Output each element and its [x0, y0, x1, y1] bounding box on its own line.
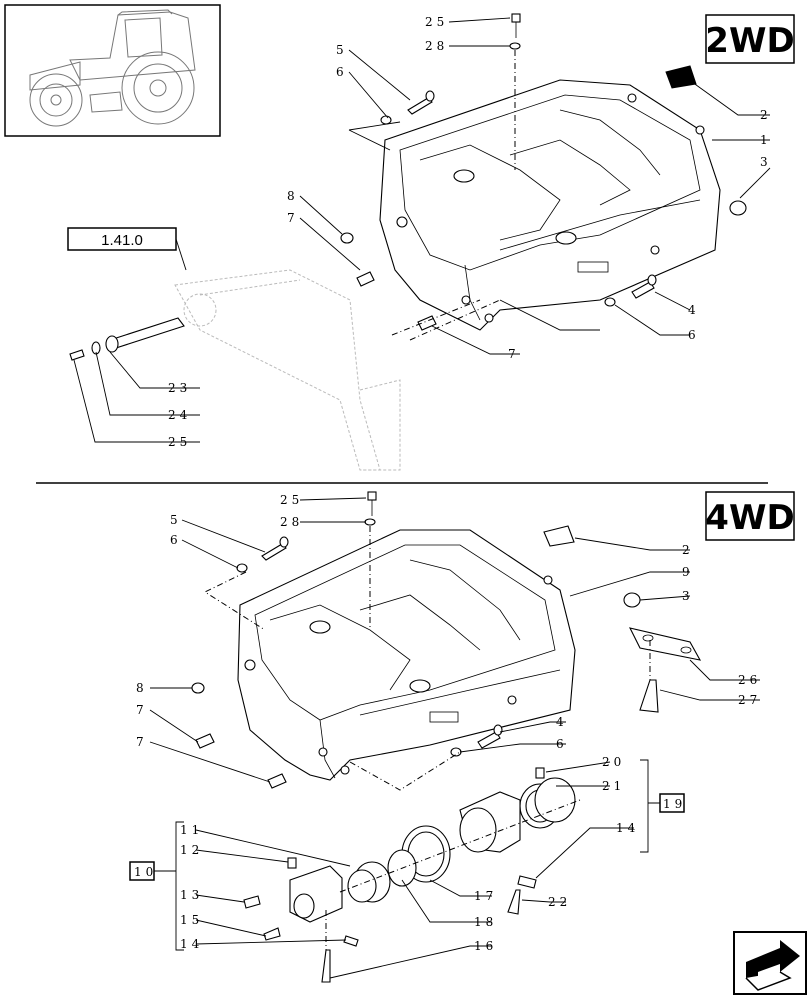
group-10-text: 10	[134, 865, 157, 879]
callout-top-2: 2	[760, 108, 772, 122]
group-10[interactable]: 10	[129, 821, 184, 951]
callout-bot-5: 5	[170, 513, 182, 527]
callout-top-7a: 7	[287, 211, 299, 225]
callout-bot-14b: 14	[180, 937, 203, 951]
callout-bot-21: 21	[602, 779, 625, 793]
callout-bot-18: 18	[474, 915, 497, 929]
reference-box[interactable]: 1.41.0	[67, 227, 187, 271]
callout-bot-2: 2	[682, 543, 694, 557]
callout-bot-6b: 6	[556, 737, 568, 751]
callout-top-6b: 6	[688, 328, 700, 342]
callout-bot-15: 15	[180, 913, 203, 927]
callout-top-5: 5	[336, 43, 348, 57]
top-leaders	[73, 17, 771, 443]
variant-label-4wd: 4WD	[705, 491, 795, 541]
callout-bot-27: 27	[738, 693, 761, 707]
group-19-text: 19	[663, 797, 686, 811]
callout-bot-14a: 14	[616, 821, 639, 835]
front-axle-support-2wd	[379, 79, 721, 331]
callout-bot-12: 12	[180, 843, 203, 857]
bottom-leaders	[149, 497, 760, 979]
variant-4wd-text: 4WD	[705, 498, 794, 538]
callout-bot-6: 6	[170, 533, 182, 547]
callout-top-7b: 7	[508, 347, 520, 361]
callout-top-3: 3	[760, 155, 772, 169]
callout-top-1: 1	[760, 133, 772, 147]
callout-top-8: 8	[287, 189, 299, 203]
callout-bot-25: 25	[280, 493, 303, 507]
group-19[interactable]: 19	[640, 759, 686, 853]
bottom-small-parts	[191, 491, 702, 791]
top-callouts: 25 28 5 6 2 1 3 8 7 4 6 7 23 24 25	[168, 15, 772, 449]
callout-top-28: 28	[425, 39, 448, 53]
variant-2wd-text: 2WD	[705, 21, 794, 61]
callout-bot-28: 28	[280, 515, 303, 529]
bearing-assembly	[243, 767, 581, 983]
callout-bot-26: 26	[738, 673, 761, 687]
variant-label-2wd: 2WD	[705, 14, 795, 64]
callout-top-23: 23	[168, 381, 191, 395]
callout-bot-11: 11	[180, 823, 203, 837]
front-axle-support-4wd	[237, 529, 576, 781]
callout-top-4: 4	[688, 303, 700, 317]
callout-top-25b: 25	[168, 435, 191, 449]
callout-top-6: 6	[336, 65, 348, 79]
callout-bot-22: 22	[548, 895, 571, 909]
top-small-parts	[340, 13, 747, 341]
callout-bot-20: 20	[602, 755, 625, 769]
next-page-arrow-icon[interactable]	[733, 931, 807, 995]
callout-bot-7b: 7	[136, 735, 148, 749]
callout-top-24: 24	[168, 408, 191, 422]
callout-bot-9: 9	[682, 565, 694, 579]
ghost-cylinder	[69, 269, 401, 471]
callout-bot-16: 16	[474, 939, 497, 953]
callout-bot-8: 8	[136, 681, 148, 695]
callout-bot-7a: 7	[136, 703, 148, 717]
callout-bot-4: 4	[556, 715, 568, 729]
callout-bot-3: 3	[682, 589, 694, 603]
callout-bot-13: 13	[180, 888, 203, 902]
reference-text: 1.41.0	[101, 232, 143, 249]
callout-top-25: 25	[425, 15, 448, 29]
callout-bot-17: 17	[474, 889, 497, 903]
tractor-thumbnail-icon	[4, 4, 221, 137]
bottom-callouts: 25 28 5 6 2 9 3 26 27 8 7 7 4 6 20 21 14…	[136, 493, 761, 953]
